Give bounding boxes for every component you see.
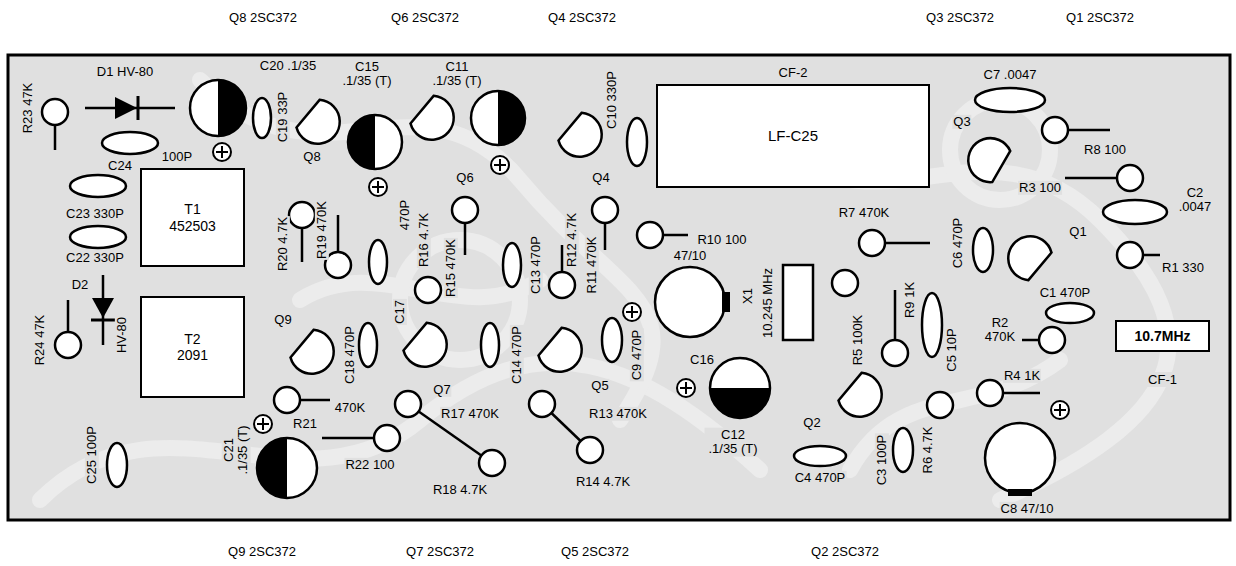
part-label: R15 470K [444,238,458,298]
part-label: C10 330P [605,70,619,130]
board-watermark [40,80,1169,500]
part-label: Q6 2SC372 [390,11,460,25]
part-label: R12 4.7K [565,212,579,268]
part-label: C2 .0047 [1174,186,1216,215]
part-label: C8 47/10 [1000,502,1055,516]
part-label: R16 4.7K [417,212,431,268]
part-label: R17 470K [440,407,500,421]
part-label: C18 470P [343,325,357,385]
part-label: Q4 [591,171,610,185]
part-label: Q6 [455,171,474,185]
part-label: C19 33P [276,91,290,144]
part-label: C7 .0047 [983,68,1038,82]
part-label: X1 [741,287,755,305]
part-label: D1 HV-80 [96,65,154,79]
part-label: 470K [334,401,366,415]
part-label: C24 [107,159,133,173]
part-label: R11 470K [585,236,599,295]
electrolytic-capacitor-symbol [190,80,1055,498]
part-label: R22 100 [344,458,395,472]
part-name: LF-C25 [768,127,818,144]
part-label: C21 .1/35 (T) [222,422,251,479]
part-label: Q9 [273,313,292,327]
part-label: C4 470P [794,471,847,485]
part-label: C15 .1/35 (T) [339,60,396,89]
part-label: C11 .1/35 (T) [429,60,486,89]
part-label: Q7 [432,383,451,397]
part-label: Q9 2SC372 [227,545,297,559]
part-label: R4 1K [1003,369,1041,383]
part-label: 10.245 MHz [761,267,775,339]
part-label: R1 330 [1161,261,1205,275]
part-heading: CF-2 [777,65,810,80]
part-label: R13 470K [588,407,648,421]
part-label: R23 47K [21,82,35,135]
polarity-mark [213,143,1069,433]
part-label: Q8 2SC372 [228,11,298,25]
part-label: C3 100P [875,434,889,487]
part-label: 100P [161,150,193,164]
part-label: R7 470K [838,206,891,220]
part-label: Q7 2SC372 [405,545,475,559]
part-label: C20 .1/35 [259,59,317,73]
part-label: R9 1K [903,281,917,319]
part-label: Q1 2SC372 [1065,11,1135,25]
part-label: Q5 [590,379,609,393]
part-label: C14 470P [510,325,524,385]
part-label: R10 100 [696,233,747,247]
part-label: C13 470P [529,235,543,295]
part-label: R20 4.7K [276,216,290,272]
transformer-box: T1 452503 [140,168,245,267]
part-heading: CF-1 [1146,372,1179,387]
part-label: R21 [292,417,318,431]
transformer-box: T2 2091 [140,296,245,398]
resistor-leads [55,125,1160,463]
part-label: Q1 [1068,225,1087,239]
part-name: T1 452503 [169,201,216,233]
part-label: Q3 2SC372 [925,11,995,25]
part-label: Q5 2SC372 [560,545,630,559]
part-label: R19 470K [315,200,329,260]
part-label: 47/10 [673,249,708,263]
part-label: R6 4.7K [921,426,935,475]
part-label: R24 47K [33,314,47,367]
part-label: C22 330P [65,251,125,265]
filter-box: 10.7MHzCF-1 [1115,320,1210,352]
part-label: C1 470P [1039,286,1092,300]
part-label: R8 100 [1083,143,1127,157]
filter-box: CF-2LF-C25 [656,84,930,188]
part-label: C17 [393,299,407,325]
part-label: R14 4.7K [575,475,631,489]
part-label: C12 .1/35 (T) [705,428,762,457]
part-label: Q2 2SC372 [810,545,880,559]
part-name: 10.7MHz [1134,328,1190,344]
part-label: D2 [71,278,90,292]
resistor-symbol [42,99,1143,476]
part-label: R18 4.7K [432,483,488,497]
part-label: C6 470P [951,217,965,270]
part-label: Q4 2SC372 [547,11,617,25]
part-label: C9 470P [630,329,644,382]
part-label: Q8 [302,150,321,164]
part-label: HV-80 [115,316,129,354]
part-label: 470P [398,199,412,231]
part-label: Q3 [952,115,971,129]
part-name: T2 2091 [177,331,208,363]
part-label: C25 100P [85,425,99,485]
part-label: R3 100 [1018,181,1062,195]
part-label: R2 470K [982,316,1018,345]
crystal-symbol [783,265,813,340]
part-label: C23 330P [65,207,125,221]
part-label: C5 10P [945,327,959,372]
part-label: Q2 [802,416,821,430]
part-label: C16 [689,353,715,367]
board-outline [8,55,1230,520]
part-label: R5 100K [851,314,865,367]
